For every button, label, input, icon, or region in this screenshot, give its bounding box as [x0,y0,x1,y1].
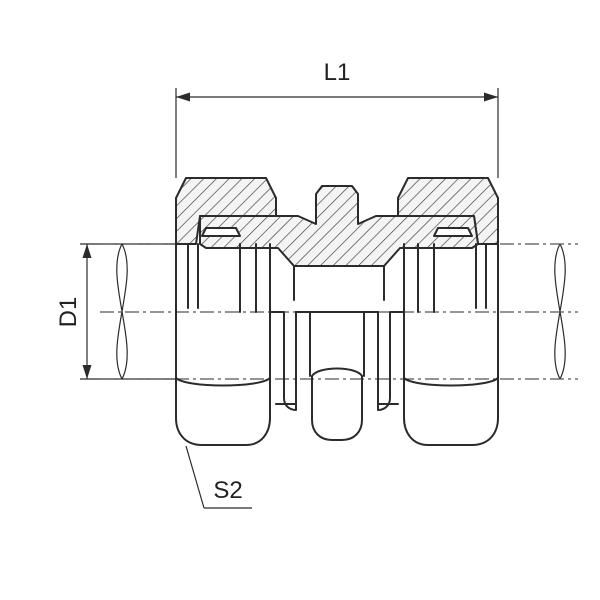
section-upper-half [175,177,499,267]
right-thread-stub [377,311,405,411]
right-nut-hex-edge [403,377,499,387]
center-hex [311,367,363,441]
label-d1: D1 [55,297,82,328]
label-s2: S2 [213,477,242,504]
break-line-left-2 [116,243,128,380]
right-nut [403,243,499,446]
left-nut-outline [175,243,271,446]
left-nut [175,243,271,446]
left-thread-stub [269,311,297,411]
arrowhead-right [484,92,498,102]
external-view-lower-half [175,243,499,446]
left-nut-hex-edge [175,377,271,387]
right-nut-outline [403,243,499,446]
arrowhead-top [82,244,92,258]
arrowhead-left [176,92,190,102]
center-hex-top-edge [311,367,363,377]
right-cutting-ring [433,227,473,237]
leader-line-s2 [185,445,205,509]
label-l1: L1 [324,59,351,86]
dimension-s2: S2 [185,445,252,509]
left-cutting-ring [201,227,241,237]
arrowhead-bottom [82,365,92,379]
body-external [269,265,405,411]
center-hex-outline [311,375,363,441]
dimension-l1: L1 [175,59,499,178]
